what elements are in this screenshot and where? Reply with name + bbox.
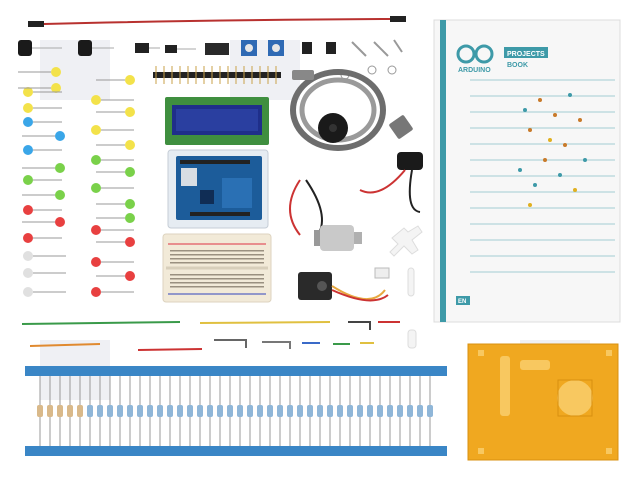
usb-cable <box>290 69 413 151</box>
lcd-display <box>165 97 269 145</box>
breadboard <box>162 233 272 303</box>
book-title-line2: BOOK <box>507 62 528 69</box>
piezo-buzzer <box>318 113 348 143</box>
led-column-right <box>91 75 135 297</box>
arduino-board <box>167 149 269 229</box>
jumper-wire-set <box>21 321 400 351</box>
dc-motor <box>314 225 362 251</box>
servo-motor <box>298 267 390 302</box>
pin-header <box>153 66 281 84</box>
projects-book: ARDUINO PROJECTS BOOK EN <box>433 19 621 323</box>
book-language: EN <box>458 299 466 305</box>
acrylic-base-plate <box>467 343 619 461</box>
book-brand: ARDUINO <box>458 67 491 74</box>
jumper-cables-motor <box>289 179 323 236</box>
battery-clip <box>359 152 423 213</box>
led-column-left <box>18 67 66 297</box>
servo-horns <box>389 225 423 349</box>
jumper-wire-top <box>28 16 406 27</box>
book-title-line1: PROJECTS <box>507 51 545 58</box>
resistor-strip <box>25 366 447 456</box>
arduino-infinity-logo <box>456 44 494 64</box>
